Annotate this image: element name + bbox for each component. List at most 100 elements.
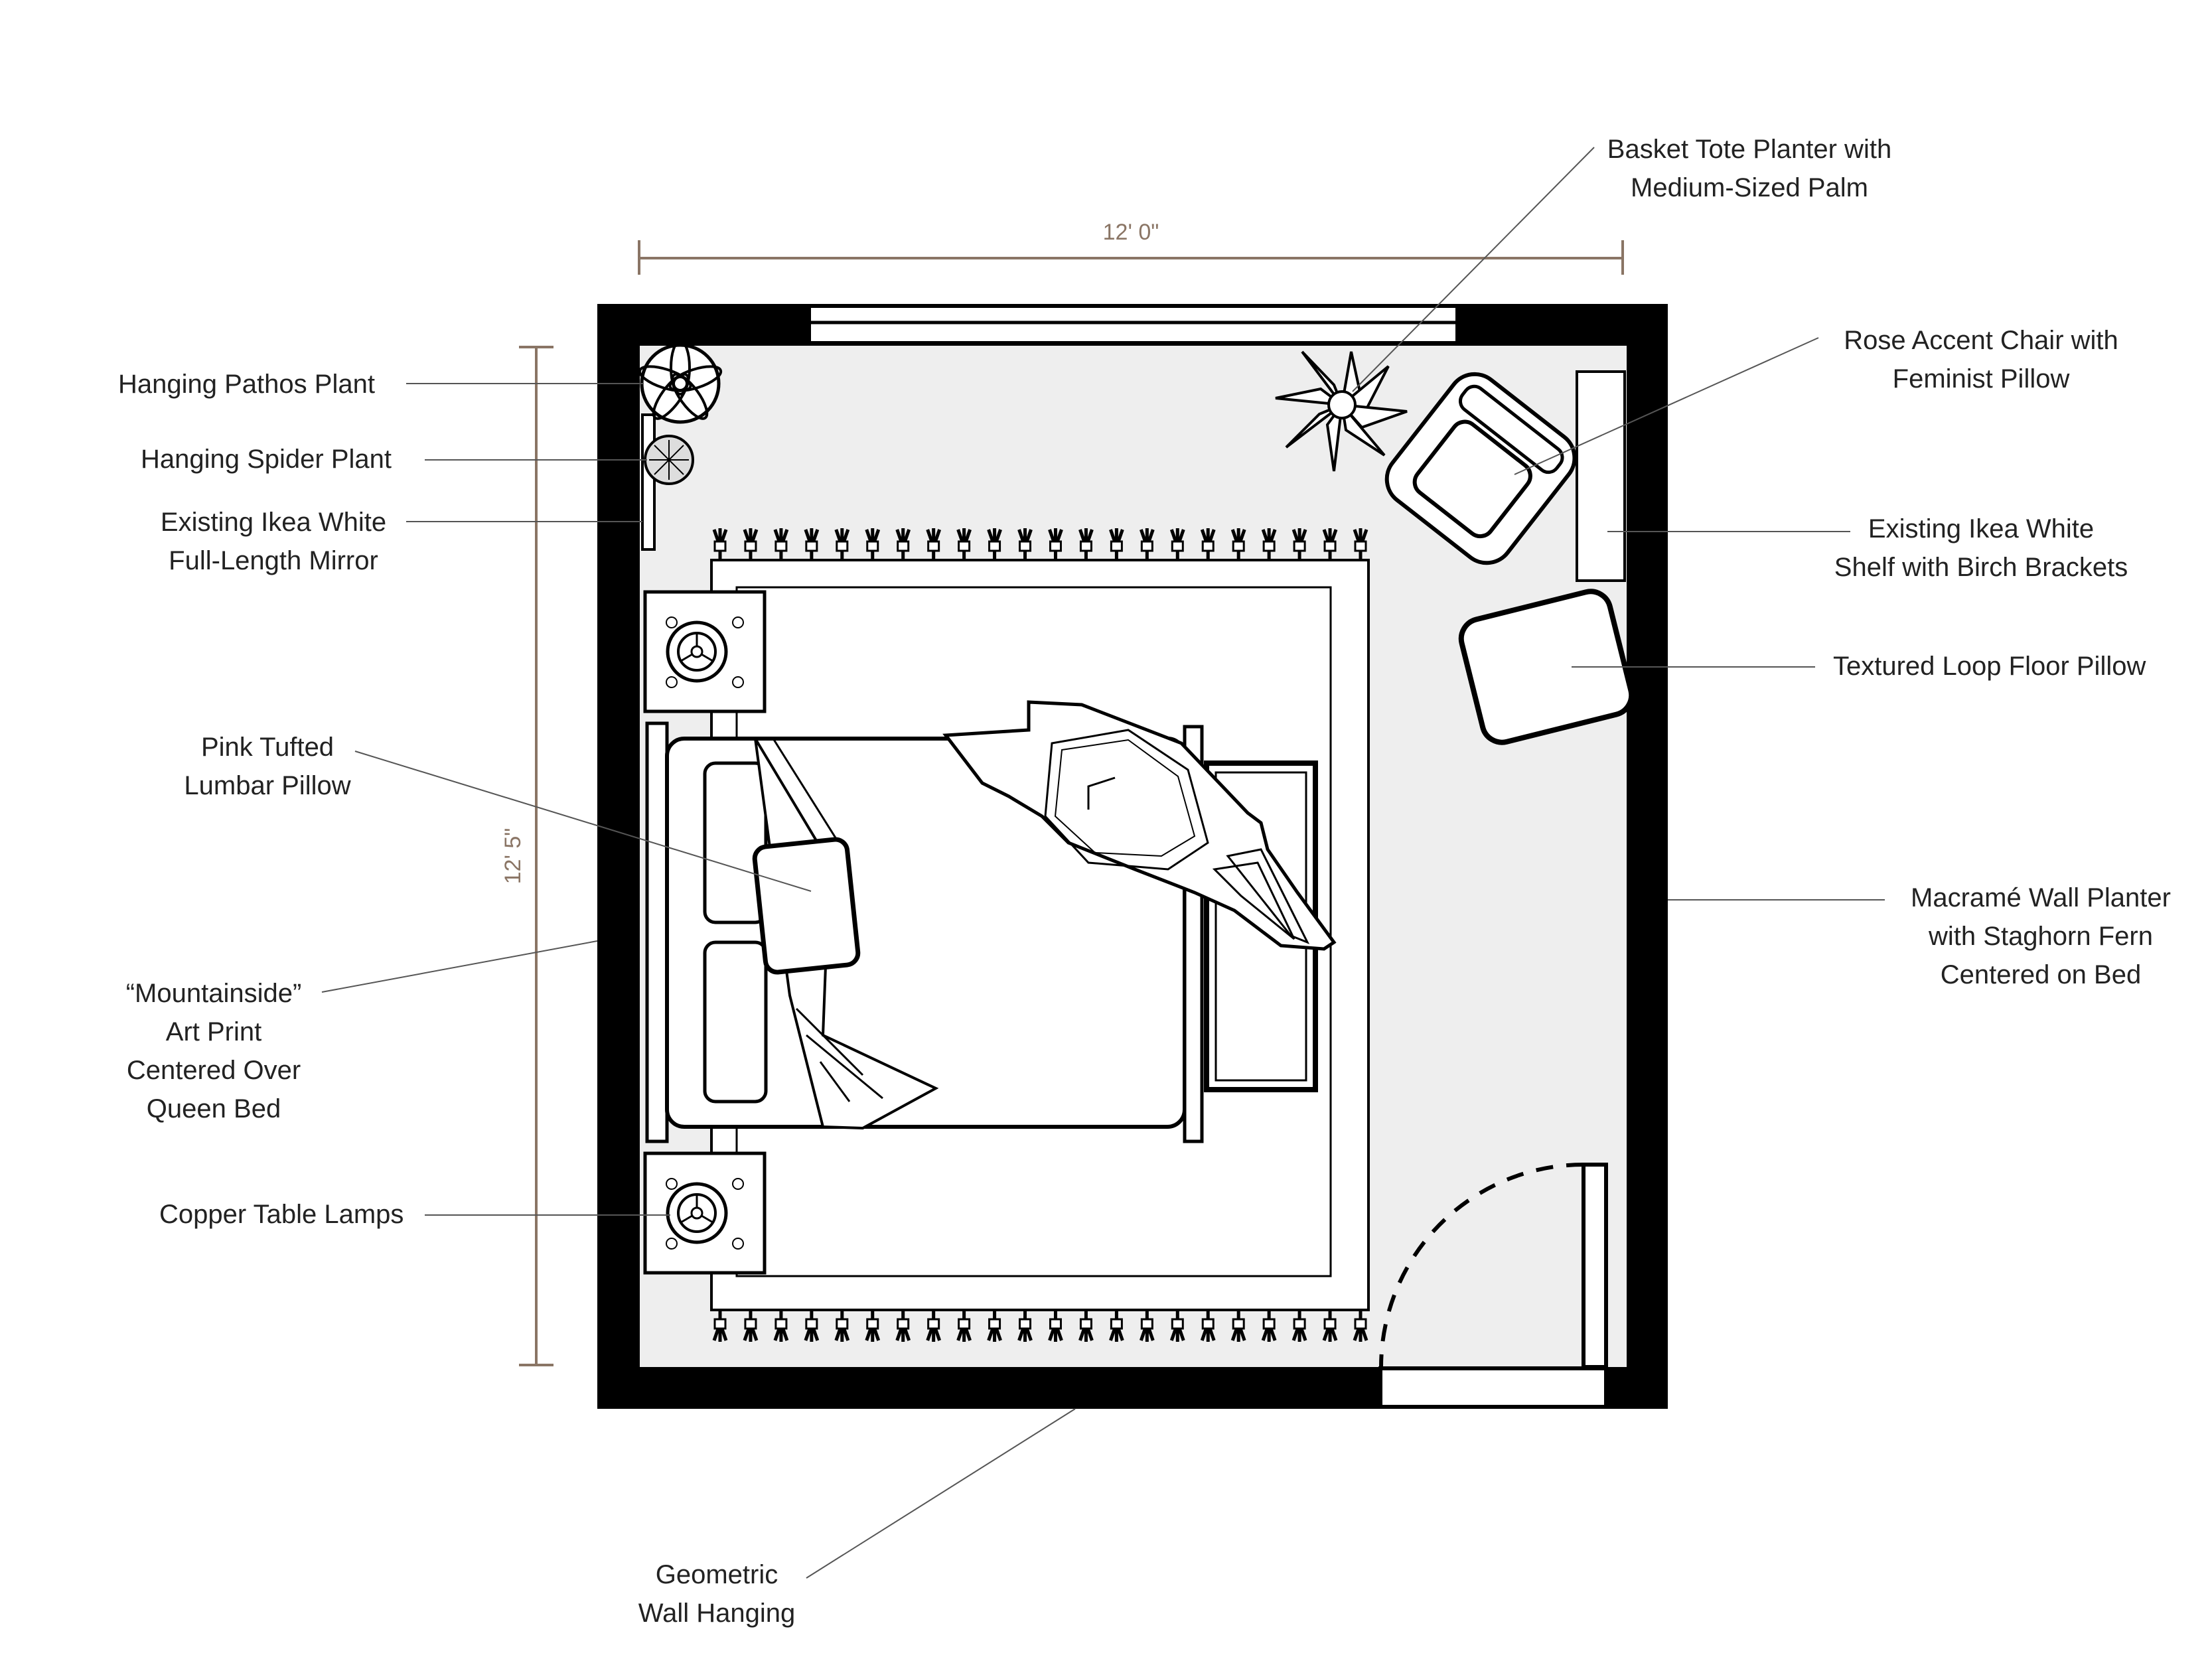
fringe-tassel bbox=[987, 1310, 1002, 1342]
art-print-label-line: Queen Bed bbox=[146, 1094, 281, 1123]
nightstand-top bbox=[643, 590, 767, 713]
floor-pillow-label: Textured Loop Floor Pillow bbox=[1833, 647, 2146, 685]
fringe-tassel bbox=[834, 1310, 850, 1342]
fringe-tassel bbox=[773, 1310, 789, 1342]
floor-pillow bbox=[1458, 589, 1635, 745]
rug-fringe-bottom bbox=[712, 1310, 1368, 1342]
fringe-tassel bbox=[834, 528, 850, 560]
floor-pillow-label-line: Textured Loop Floor Pillow bbox=[1833, 652, 2146, 681]
fringe-tassel bbox=[804, 528, 820, 560]
fringe-tassel bbox=[926, 1310, 942, 1342]
fringe-tassel bbox=[1109, 528, 1124, 560]
fringe-tassel bbox=[1169, 1310, 1185, 1342]
fringe-tassel bbox=[865, 528, 881, 560]
mirror-label-line: Full-Length Mirror bbox=[169, 546, 378, 575]
fringe-tassel bbox=[712, 1310, 728, 1342]
palm-planter-icon bbox=[1275, 350, 1408, 472]
fringe-tassel bbox=[865, 1310, 881, 1342]
spider-plant-icon bbox=[644, 435, 694, 485]
lumbar-pillow-label-line: Pink Tufted bbox=[200, 733, 334, 762]
art-print-label-line: Art Print bbox=[165, 1017, 262, 1046]
shelf bbox=[1576, 370, 1626, 582]
fringe-tassel bbox=[1353, 528, 1368, 560]
leader-lines bbox=[321, 147, 1885, 1579]
fringe-tassel bbox=[1230, 528, 1246, 560]
rug-fringe-top bbox=[712, 528, 1368, 560]
spider-plant-label-line: Hanging Spider Plant bbox=[141, 445, 392, 474]
fringe-tassel bbox=[956, 1310, 972, 1342]
shelf-label: Existing Ikea White Shelf with Birch Bra… bbox=[1834, 510, 2128, 587]
lumbar-pillow-label: Pink Tufted Lumbar Pillow bbox=[184, 728, 350, 805]
wall-hanging-label: Geometric Wall Hanging bbox=[638, 1555, 795, 1632]
lumbar-pillow bbox=[752, 837, 861, 975]
fringe-tassel bbox=[895, 1310, 911, 1342]
wall-hanging-label-line: Wall Hanging bbox=[638, 1599, 796, 1628]
mirror bbox=[641, 413, 656, 551]
fringe-tassel bbox=[1291, 1310, 1307, 1342]
fringe-tassel bbox=[1200, 1310, 1216, 1342]
pathos-plant-label-line: Hanging Pathos Plant bbox=[118, 370, 375, 399]
fringe-tassel bbox=[895, 528, 911, 560]
accent-chair-label-line: Feminist Pillow bbox=[1892, 364, 2070, 394]
nightstand-bottom bbox=[643, 1151, 767, 1275]
fringe-tassel bbox=[926, 528, 942, 560]
length-dimension-label: 12' 5" bbox=[500, 828, 526, 885]
wall-planter-label-line: Centered on Bed bbox=[1940, 960, 2142, 989]
fringe-tassel bbox=[773, 528, 789, 560]
table-lamp-icon bbox=[666, 1182, 728, 1244]
fringe-tassel bbox=[1322, 528, 1338, 560]
window bbox=[808, 305, 1458, 344]
fringe-tassel bbox=[743, 1310, 759, 1342]
art-print-label: “Mountainside” Art Print Centered Over Q… bbox=[126, 974, 302, 1128]
width-dimension bbox=[638, 240, 1624, 275]
shelf-label-line: Existing Ikea White bbox=[1868, 514, 2095, 543]
fringe-tassel bbox=[743, 528, 759, 560]
art-print-label-line: Centered Over bbox=[126, 1056, 301, 1085]
fringe-tassel bbox=[956, 528, 972, 560]
fringe-tassel bbox=[1322, 1310, 1338, 1342]
fringe-tassel bbox=[1169, 528, 1185, 560]
spider-plant-label: Hanging Spider Plant bbox=[141, 440, 392, 478]
fringe-tassel bbox=[1078, 528, 1094, 560]
fringe-tassel bbox=[1261, 528, 1277, 560]
throw-blanket bbox=[942, 700, 1337, 951]
wall-planter-label-line: with Staghorn Fern bbox=[1929, 922, 2153, 951]
table-lamp-icon bbox=[666, 620, 728, 683]
fringe-tassel bbox=[987, 528, 1002, 560]
fringe-tassel bbox=[1139, 1310, 1155, 1342]
pathos-plant-label: Hanging Pathos Plant bbox=[118, 365, 375, 403]
fringe-tassel bbox=[804, 1310, 820, 1342]
bed-pillow bbox=[703, 761, 768, 1104]
fringe-tassel bbox=[1353, 1310, 1368, 1342]
fringe-tassel bbox=[1048, 1310, 1063, 1342]
lumbar-pillow-label-line: Lumbar Pillow bbox=[184, 771, 351, 800]
wall-planter-label: Macramé Wall Planter with Staghorn Fern … bbox=[1911, 879, 2171, 994]
accent-chair-label-line: Rose Accent Chair with bbox=[1844, 326, 2118, 355]
fringe-tassel bbox=[1048, 528, 1063, 560]
width-dimension-label: 12' 0" bbox=[1103, 220, 1159, 245]
accent-chair bbox=[1384, 372, 1577, 565]
fringe-tassel bbox=[712, 528, 728, 560]
art-print-label-line: “Mountainside” bbox=[125, 979, 302, 1008]
shelf-label-line: Shelf with Birch Brackets bbox=[1834, 553, 2128, 582]
fringe-tassel bbox=[1078, 1310, 1094, 1342]
fringe-tassel bbox=[1291, 528, 1307, 560]
basket-planter-label: Basket Tote Planter with Medium-Sized Pa… bbox=[1607, 130, 1891, 207]
fringe-tassel bbox=[1017, 528, 1033, 560]
fringe-tassel bbox=[1230, 1310, 1246, 1342]
basket-planter-label-line: Basket Tote Planter with bbox=[1607, 135, 1892, 164]
accent-chair-label: Rose Accent Chair with Feminist Pillow bbox=[1844, 321, 2118, 398]
wall-planter-label-line: Macramé Wall Planter bbox=[1911, 883, 2171, 912]
pathos-plant-icon bbox=[638, 340, 723, 424]
mirror-label-line: Existing Ikea White bbox=[160, 508, 387, 537]
basket-planter-label-line: Medium-Sized Palm bbox=[1631, 173, 1868, 202]
table-lamps-label-line: Copper Table Lamps bbox=[159, 1200, 404, 1229]
fringe-tassel bbox=[1200, 528, 1216, 560]
mirror-label: Existing Ikea White Full-Length Mirror bbox=[161, 503, 386, 580]
table-lamps-label: Copper Table Lamps bbox=[159, 1195, 404, 1234]
wall-hanging-label-line: Geometric bbox=[655, 1560, 778, 1589]
fringe-tassel bbox=[1139, 528, 1155, 560]
fringe-tassel bbox=[1017, 1310, 1033, 1342]
